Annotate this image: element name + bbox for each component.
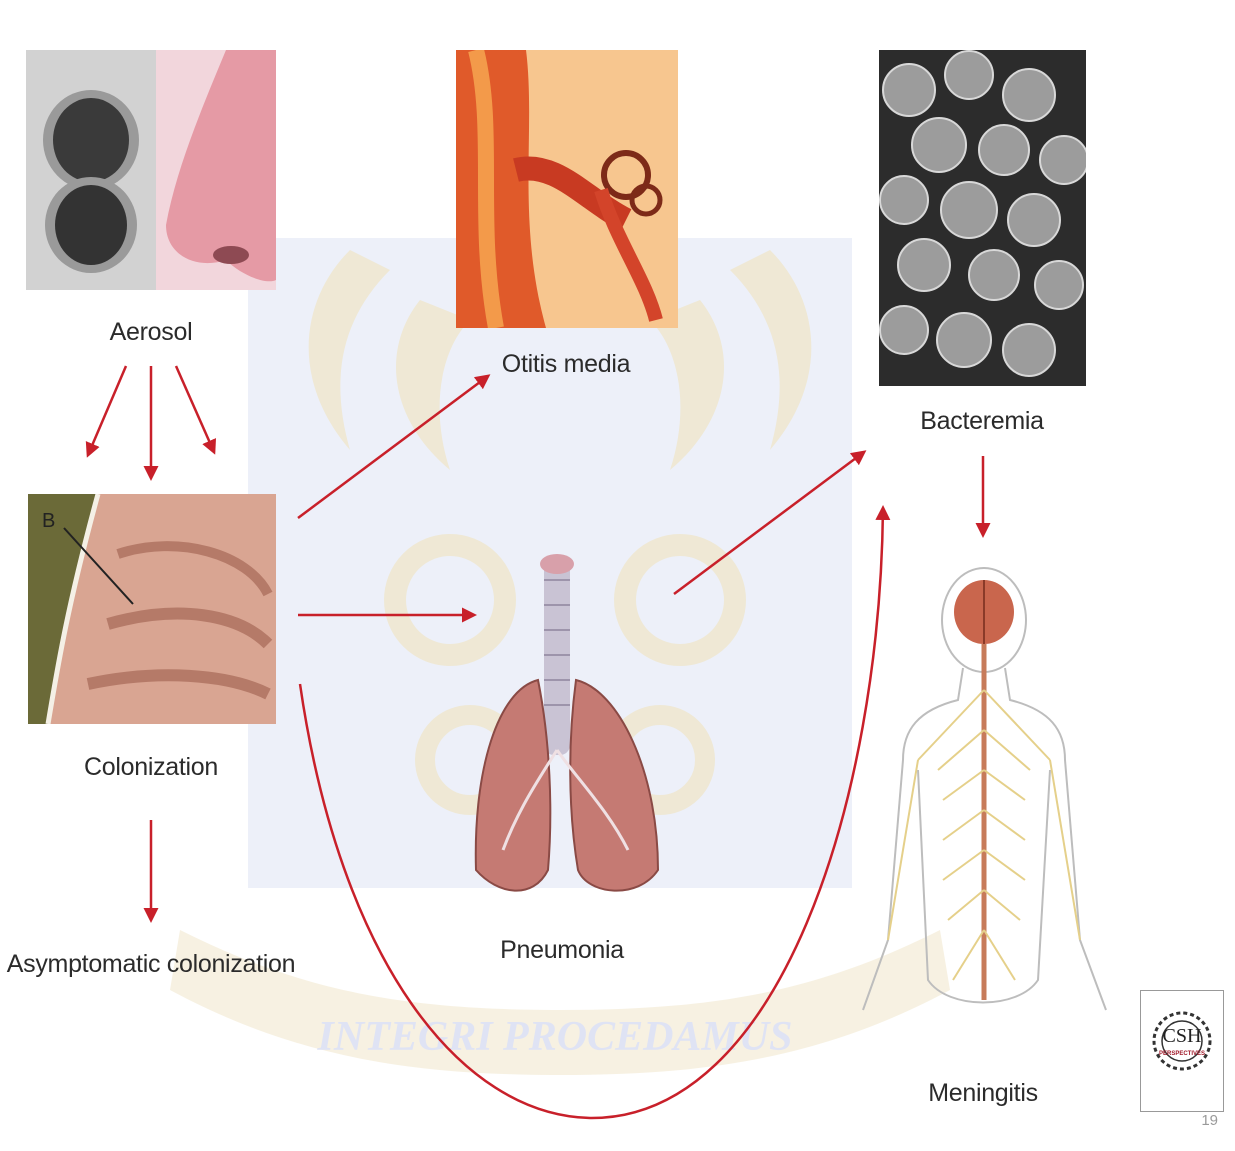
label-meningitis: Meningitis: [928, 1079, 1038, 1108]
arrow-pneumonia-bacteremia: [674, 452, 864, 594]
label-aerosol: Aerosol: [110, 318, 193, 347]
csh-logo-text: CSH: [1141, 1025, 1223, 1048]
arrow-aerosol-left: [88, 366, 126, 455]
arrow-colonization-otitis: [298, 376, 488, 518]
label-colonization: Colonization: [84, 753, 218, 782]
label-bacteremia: Bacteremia: [920, 407, 1043, 436]
page-number: 19: [1201, 1112, 1218, 1129]
csh-logo-subtext: PERSPECTIVES: [1141, 1051, 1223, 1057]
label-asymptomatic-colonization: Asymptomatic colonization: [7, 950, 295, 979]
csh-logo: CSH PERSPECTIVES: [1140, 990, 1224, 1112]
arrow-aerosol-right: [176, 366, 214, 452]
arrow-colonization-bacteremia-curve: [300, 508, 883, 1118]
label-otitis-media: Otitis media: [502, 350, 630, 379]
label-pneumonia: Pneumonia: [500, 936, 624, 965]
